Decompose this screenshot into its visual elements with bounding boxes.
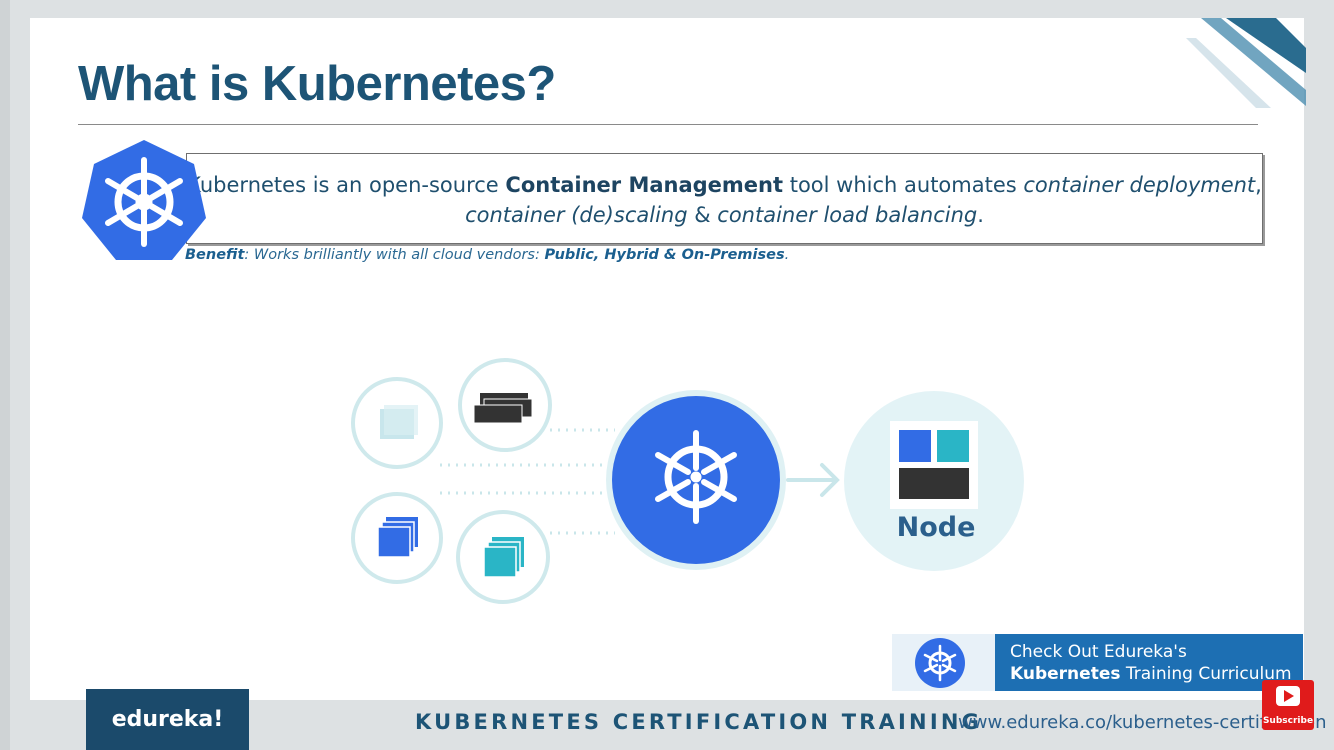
benefit-note: Benefit: Works brilliantly with all clou… bbox=[185, 247, 789, 263]
subscribe-button[interactable]: Subscribe bbox=[1262, 680, 1314, 730]
benefit-vendors: Public, Hybrid & On-Premises bbox=[544, 247, 785, 263]
promo-line2-rest: Training Curriculum bbox=[1120, 664, 1292, 684]
definition-italic: container (de)scaling bbox=[465, 203, 688, 227]
container-circle-teal bbox=[456, 510, 550, 604]
node-circle bbox=[844, 391, 1024, 571]
definition-italic: container deployment bbox=[1023, 173, 1256, 197]
subscribe-label: Subscribe bbox=[1262, 716, 1314, 726]
benefit-text: : Works brilliantly with all cloud vendo… bbox=[244, 247, 545, 263]
kubernetes-center-icon bbox=[606, 390, 786, 570]
promo-line1: Check Out Edureka's bbox=[1010, 642, 1187, 662]
corner-stripes-decoration bbox=[1186, 18, 1306, 108]
kubernetes-helm-icon bbox=[915, 638, 965, 688]
course-url[interactable]: www.edureka.co/kubernetes-certification bbox=[958, 712, 1327, 733]
container-circle-light bbox=[351, 377, 443, 469]
orchestration-diagram bbox=[351, 358, 1024, 604]
course-title: KUBERNETES CERTIFICATION TRAINING bbox=[415, 710, 983, 734]
title-divider bbox=[78, 124, 1258, 125]
definition-bold: Container Management bbox=[505, 173, 784, 197]
page-title: What is Kubernetes? bbox=[78, 57, 556, 111]
benefit-end: . bbox=[784, 247, 790, 263]
definition-part: , bbox=[1255, 173, 1262, 197]
promo-line2: Kubernetes Training Curriculum bbox=[1010, 664, 1292, 684]
definition-box: Kubernetes is an open-source Container M… bbox=[186, 153, 1263, 244]
benefit-label: Benefit bbox=[185, 247, 245, 263]
edureka-logo[interactable]: edureka! bbox=[86, 689, 249, 750]
slide-canvas bbox=[30, 18, 1304, 700]
definition-text: Kubernetes is an open-source Container M… bbox=[187, 170, 1262, 230]
promo-line2-bold: Kubernetes bbox=[1010, 664, 1121, 684]
video-frame-edge bbox=[0, 0, 10, 750]
definition-part: & bbox=[687, 203, 718, 227]
dotted-connectors bbox=[440, 428, 615, 535]
promo-banner[interactable]: Check Out Edureka's Kubernetes Training … bbox=[892, 634, 1303, 691]
container-circle-blue bbox=[351, 492, 443, 584]
definition-part: tool which automates bbox=[783, 173, 1024, 197]
definition-part: . bbox=[977, 203, 984, 227]
definition-part: Kubernetes is an open-source bbox=[187, 173, 506, 197]
promo-icon-box bbox=[892, 634, 995, 691]
node-label: Node bbox=[896, 512, 976, 543]
container-circle-dark bbox=[458, 358, 552, 452]
kubernetes-logo-icon bbox=[82, 140, 206, 260]
play-icon bbox=[1276, 686, 1300, 706]
arrow-icon bbox=[786, 463, 840, 497]
definition-italic: container load balancing bbox=[717, 203, 978, 227]
